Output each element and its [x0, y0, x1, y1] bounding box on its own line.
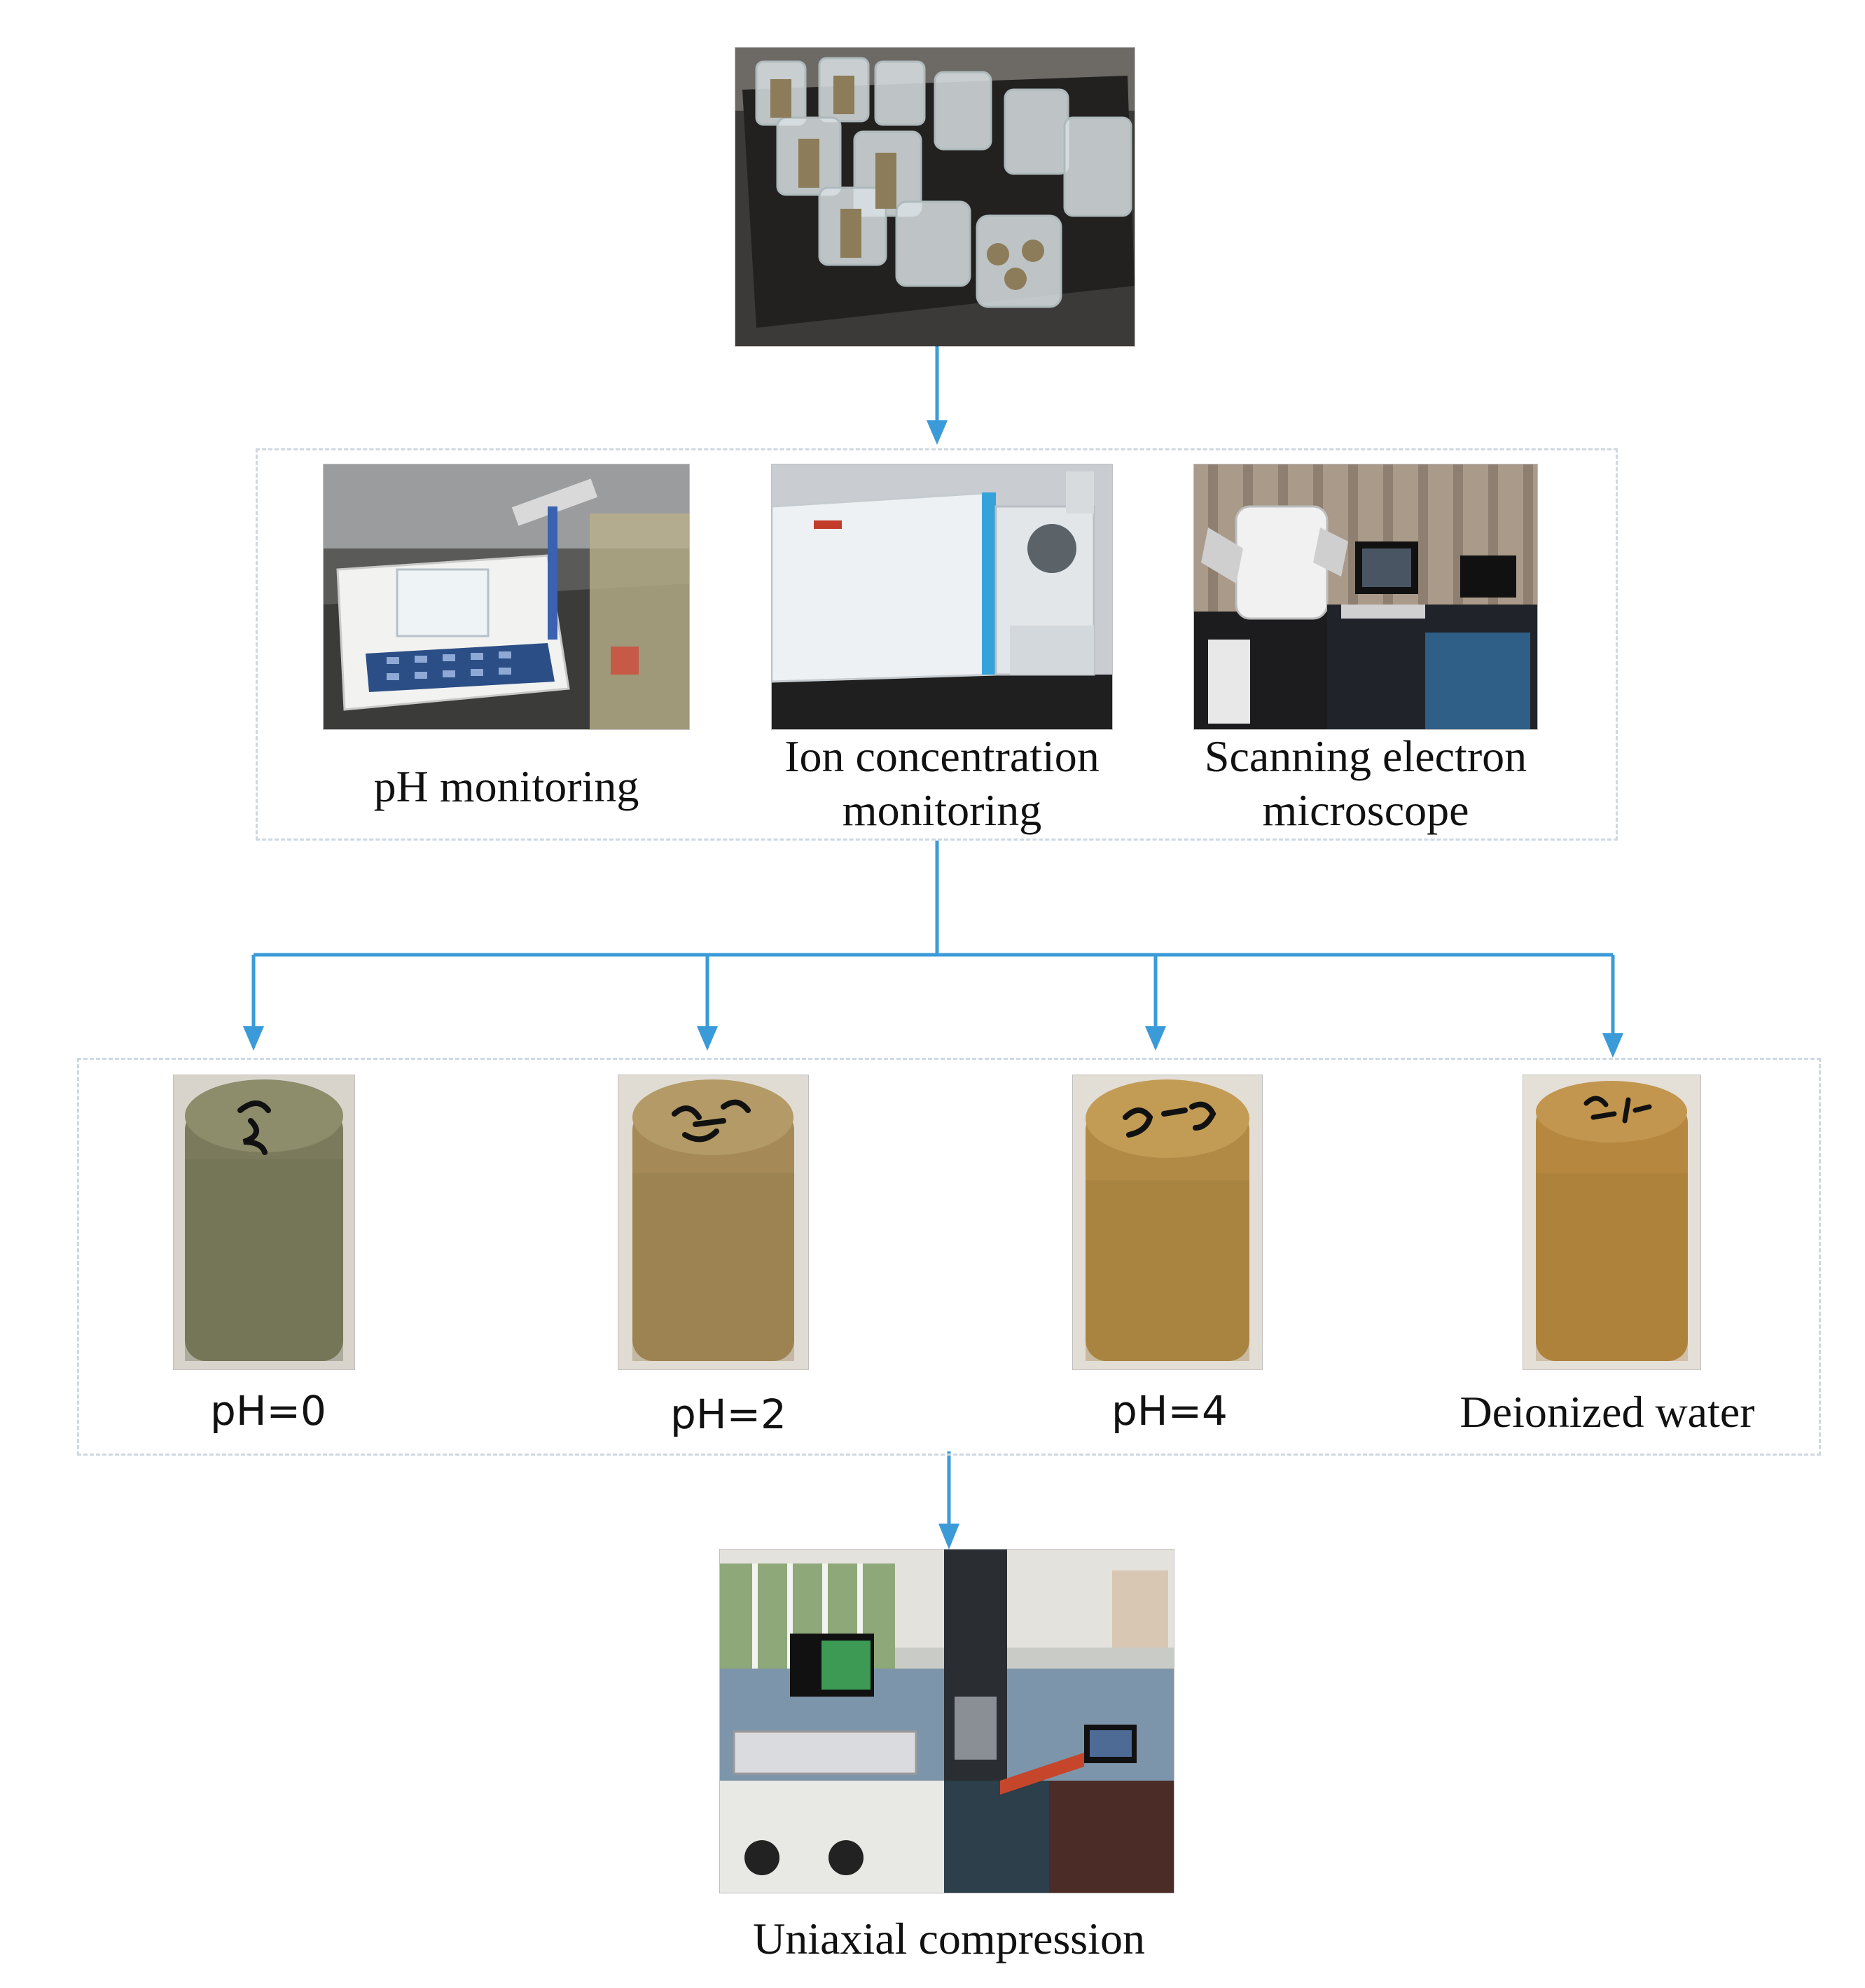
arrowhead	[243, 1026, 264, 1051]
ion-analyzer-photo-icon	[772, 464, 1112, 729]
arrowhead	[697, 1026, 718, 1051]
rock-core-photo-icon	[174, 1075, 354, 1369]
ph0-caption: pH=0	[210, 1387, 326, 1435]
ph-meter-photo-icon	[324, 464, 689, 729]
beakers-photo-icon	[735, 48, 1135, 346]
ph4-caption: pH=4	[1111, 1387, 1228, 1435]
uniaxial-compression-caption: Uniaxial compression	[753, 1914, 1145, 1963]
rock-core-photo-icon	[1523, 1075, 1700, 1369]
sem-caption: Scanning electron microscope	[1204, 731, 1527, 835]
testing-machine-photo-icon	[720, 1549, 1174, 1893]
arrowhead	[927, 420, 948, 445]
samples-group-box	[77, 1058, 1821, 1456]
arrowhead	[938, 1524, 959, 1549]
ion-concentration-caption: Ion concentration monitoring	[784, 731, 1100, 835]
rock-core-photo-icon	[1073, 1075, 1262, 1369]
deionized-water-caption: Deionized water	[1460, 1387, 1755, 1437]
ph-monitoring-caption: pH monitoring	[373, 761, 639, 811]
arrowhead	[1145, 1026, 1166, 1051]
arrowhead	[1602, 1033, 1623, 1058]
ph2-caption: pH=2	[670, 1390, 786, 1438]
monitoring-group-box	[256, 448, 1618, 841]
sem-photo-icon	[1194, 464, 1537, 729]
rock-core-photo-icon	[618, 1075, 808, 1369]
